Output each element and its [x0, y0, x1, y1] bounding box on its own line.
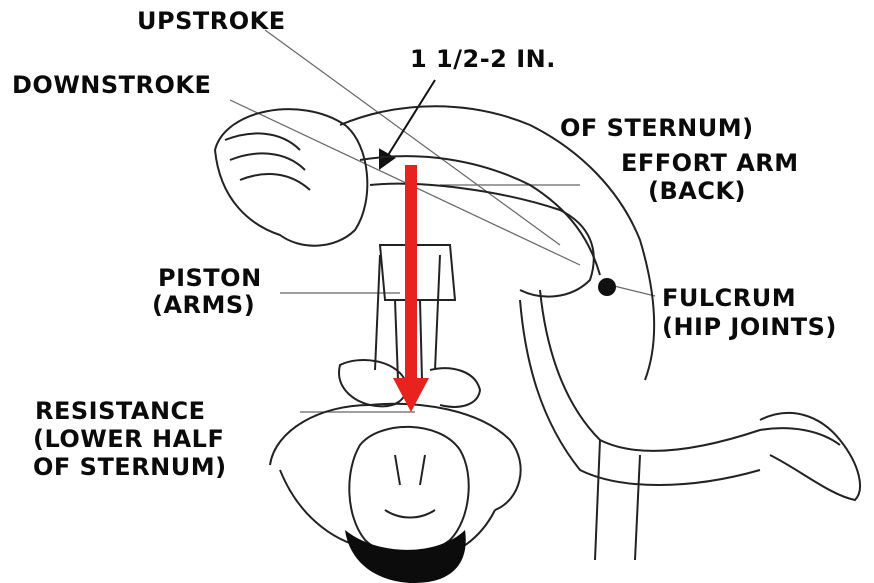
- label-resistance-line1: RESISTANCE: [35, 398, 206, 424]
- fulcrum-dot: [598, 278, 616, 296]
- rescuer-foot: [760, 413, 860, 500]
- label-piston-line2: (ARMS): [152, 292, 255, 318]
- measure-arrow: [380, 80, 435, 168]
- label-fulcrum-line1: FULCRUM: [662, 285, 796, 311]
- label-measure: 1 1/2-2 IN.: [410, 46, 556, 72]
- leader-lines: [230, 30, 655, 412]
- label-upstroke: UPSTROKE: [137, 8, 286, 34]
- rescuer-back: [340, 106, 654, 380]
- label-resistance-line3: OF STERNUM): [33, 454, 227, 480]
- label-resistance-line2: (LOWER HALF: [33, 426, 224, 452]
- victim-figure: [270, 404, 521, 560]
- fulcrum-leader: [610, 285, 655, 296]
- label-piston-line1: PISTON: [158, 265, 262, 291]
- label-downstroke: DOWNSTROKE: [12, 72, 211, 98]
- label-effort-arm-line1: EFFORT ARM: [621, 150, 799, 176]
- victim-face: [349, 427, 468, 555]
- label-of-sternum-top: OF STERNUM): [560, 115, 754, 141]
- label-fulcrum-line2: (HIP JOINTS): [662, 314, 837, 340]
- label-effort-arm-line2: (BACK): [648, 178, 746, 204]
